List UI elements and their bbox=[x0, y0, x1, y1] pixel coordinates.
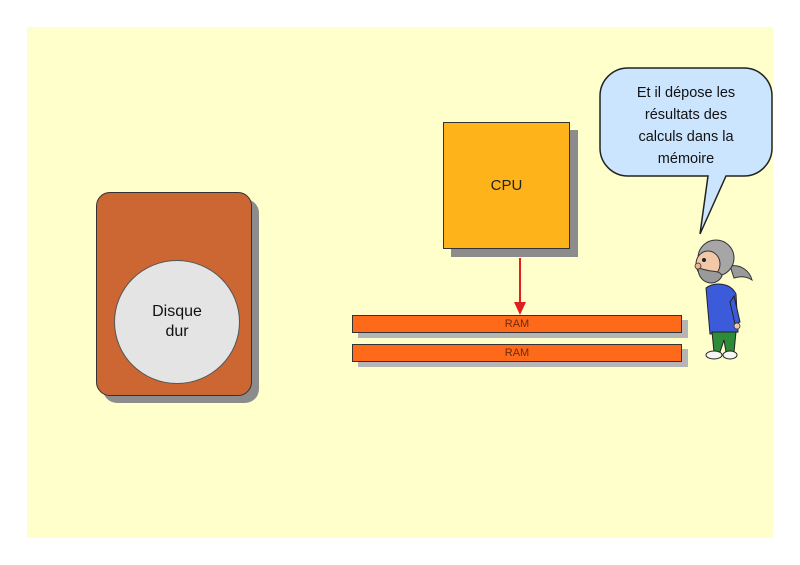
ram-bar: RAM bbox=[352, 315, 682, 333]
disk-label-line2: dur bbox=[165, 323, 189, 340]
cpu-label: CPU bbox=[490, 177, 523, 194]
bearded-man-icon bbox=[694, 239, 753, 360]
speech-bubble bbox=[599, 67, 773, 235]
down-arrow-icon bbox=[514, 258, 526, 315]
cpu-box: CPU bbox=[443, 122, 570, 249]
ram-bar: RAM bbox=[352, 344, 682, 362]
speech-line: mémoire bbox=[657, 151, 715, 167]
ram-label: RAM bbox=[504, 347, 530, 359]
ram-label: RAM bbox=[504, 318, 530, 330]
speech-line: Et il dépose les bbox=[636, 85, 736, 101]
disk-label-line1: Disque bbox=[152, 303, 202, 320]
speech-line: résultats des bbox=[644, 107, 728, 123]
disk-platter: Disque dur bbox=[114, 260, 240, 384]
speech-text: Et il dépose les résultats des calculs d… bbox=[604, 82, 768, 170]
speech-line: calculs dans la bbox=[638, 129, 734, 145]
